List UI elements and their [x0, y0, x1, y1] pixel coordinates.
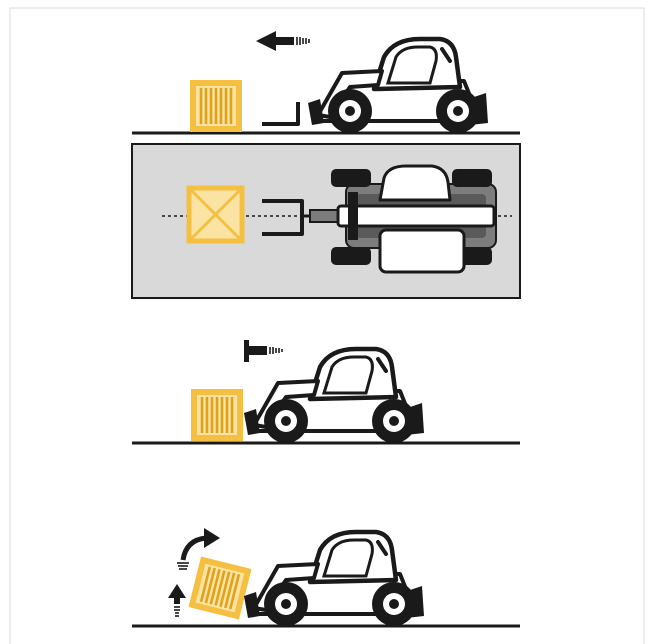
telehandler-icon — [308, 39, 488, 133]
telehandler-icon — [244, 532, 424, 626]
telehandler-icon — [244, 349, 424, 443]
crate-icon — [191, 389, 243, 441]
panel-1-reverse — [132, 31, 520, 133]
crate-icon — [188, 556, 251, 619]
panel-4-raise-tilt — [132, 528, 520, 626]
fork-tines — [262, 102, 298, 124]
telehandler-top-icon — [310, 166, 496, 272]
crate-icon — [190, 80, 242, 132]
panel-3-stop — [132, 340, 520, 443]
arrow-up-icon — [168, 584, 186, 616]
panel-2-top-view — [132, 144, 520, 298]
arrow-left-icon — [256, 31, 309, 51]
stop-icon — [244, 340, 282, 362]
crate-top-icon — [189, 188, 242, 241]
